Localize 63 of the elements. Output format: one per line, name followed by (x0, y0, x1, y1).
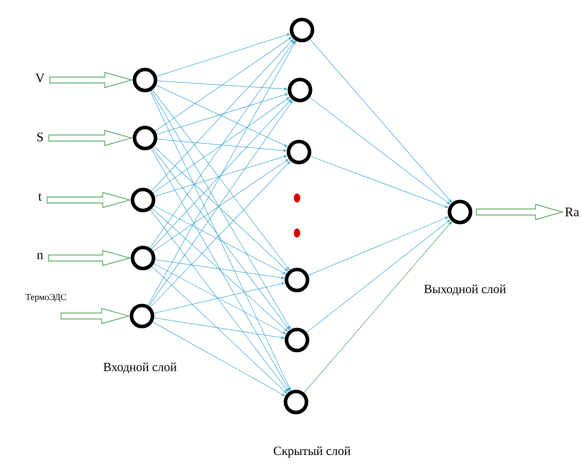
connection-arrow (154, 146, 288, 272)
connection-arrow (150, 210, 288, 392)
connection-arrow (156, 93, 288, 135)
neuron-circle (286, 140, 312, 164)
layer-label: Выходной слой (424, 284, 506, 296)
connection-arrow (154, 264, 286, 334)
connection-arrow (148, 100, 293, 306)
neuron-circle (130, 246, 156, 270)
input-arrow (476, 204, 564, 220)
connection-arrow (156, 84, 288, 147)
layer-label: Скрытый слой (274, 446, 350, 458)
connection-arrow (152, 322, 285, 396)
neuron-circle (132, 126, 158, 150)
connection-arrow (304, 222, 452, 393)
connection-arrow (154, 260, 284, 279)
neuron-circle (448, 200, 472, 224)
connection-arrow (154, 155, 287, 197)
connection-arrow (308, 216, 448, 276)
output-label: Ra (565, 208, 580, 216)
connection-arrow (154, 282, 285, 314)
connection-arrow (154, 205, 286, 274)
input-arrow (60, 308, 130, 324)
connection-arrow (154, 318, 284, 339)
input-label: n (37, 252, 44, 260)
neuron-circle (130, 304, 154, 328)
connection-arrow (157, 138, 286, 152)
connection-arrow (152, 159, 288, 252)
input-label: ТермоЭДС (26, 294, 66, 302)
connection-arrow (156, 34, 290, 77)
connection-arrow (152, 148, 290, 330)
connection-arrow (310, 97, 450, 204)
connection-arrow (154, 37, 292, 132)
connection-arrow (148, 41, 296, 306)
connection-arrow (152, 266, 287, 394)
connection-arrow (150, 161, 290, 308)
input-label: t (38, 193, 42, 201)
neuron-circle (132, 68, 158, 92)
input-arrow (50, 72, 133, 88)
connection-arrow (310, 39, 452, 202)
connection-arrow (151, 39, 294, 192)
connection-arrow (157, 80, 288, 90)
layer-label: Входной слой (104, 362, 177, 374)
neuron-circle (284, 390, 308, 414)
connection-arrow (150, 90, 291, 390)
neuron-circle (284, 328, 310, 352)
connection-arrow (306, 220, 450, 333)
input-arrow (48, 250, 131, 266)
connection-arrow (152, 90, 290, 270)
connection-arrow (150, 40, 295, 248)
neuron-circle (290, 18, 314, 42)
input-arrow (46, 192, 131, 208)
input-label: V (35, 74, 45, 82)
neuron-circle (288, 78, 312, 102)
neuron-circle (284, 268, 310, 292)
connection-arrow (150, 90, 291, 330)
neuron-circle (130, 188, 156, 212)
connection-arrow (150, 148, 290, 391)
input-label: S (37, 132, 43, 142)
connection-arrow (152, 208, 288, 332)
connection-arrow (151, 99, 292, 250)
connection-arrow (152, 97, 290, 194)
input-arrow (48, 130, 133, 146)
connection-arrow (310, 156, 448, 208)
